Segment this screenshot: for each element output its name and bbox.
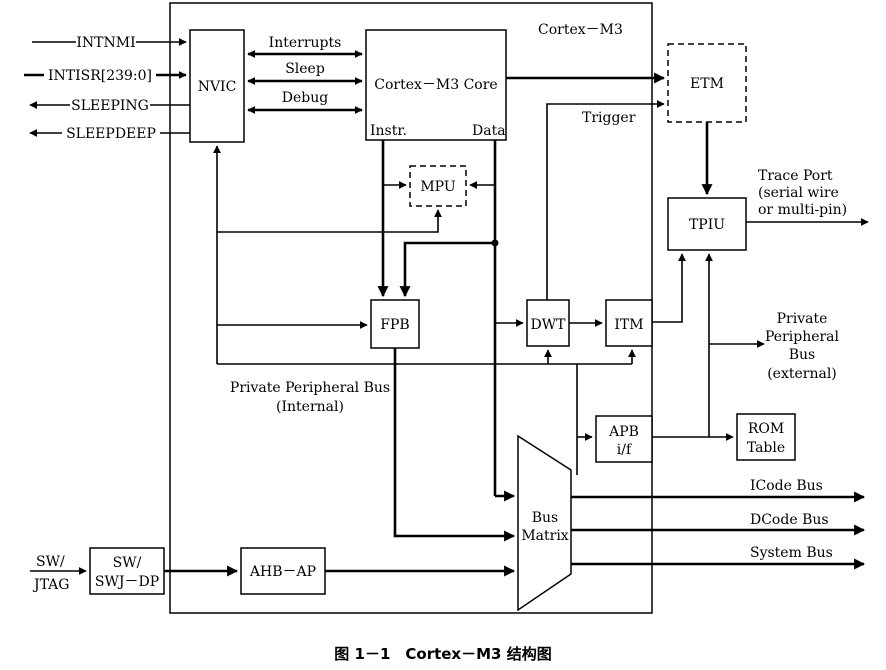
bus-matrix-label: Bus (532, 510, 559, 526)
bus-matrix-block (517, 434, 572, 612)
mpu-block (409, 165, 467, 207)
icode-bus-label: ICode Bus (750, 478, 823, 494)
trace-port-sub1: (serial wire (758, 185, 839, 201)
data-to-fpb-arrow (399, 241, 495, 298)
data-label: Data (472, 123, 506, 139)
sw-jtag-label-2: JTAG (32, 577, 69, 593)
trigger-arrow (546, 100, 665, 300)
etm-label: ETM (690, 76, 724, 92)
rom-table-block (736, 413, 796, 461)
ppb-external-label-4: (external) (767, 366, 837, 382)
tpiu-block (667, 197, 747, 251)
dcode-bus-label: DCode Bus (750, 512, 829, 528)
itm-to-tpiu-arrow (652, 253, 686, 323)
mpu-label: MPU (420, 179, 456, 195)
fpb-block (370, 299, 420, 349)
debug-label: Debug (282, 90, 328, 106)
tpiu-label: TPIU (689, 217, 725, 233)
trace-port-label: Trace Port (758, 168, 833, 184)
interrupts-label: Interrupts (269, 35, 342, 51)
sleeping-label: SLEEPING (71, 98, 149, 114)
sleep-label: Sleep (285, 61, 325, 77)
ppb-external-label-2: Peripheral (765, 329, 840, 345)
intnmi-label: INTNMI (76, 35, 135, 51)
ppb-to-mpu-arrow (217, 209, 442, 233)
dwt-label: DWT (531, 317, 567, 333)
sleepdeep-label: SLEEPDEEP (66, 126, 156, 142)
nvic-block (189, 29, 245, 143)
itm-block (605, 299, 653, 347)
fpb-to-matrix-arrow (393, 348, 516, 542)
rom-table-label: Table (747, 440, 785, 456)
ppb-internal-sub: (Internal) (276, 399, 344, 415)
bus-matrix-label-2: Matrix (521, 528, 568, 544)
ahb-ap-label: AHB－AP (249, 564, 316, 580)
trace-port-sub2: or multi-pin) (758, 202, 847, 218)
ahb-ap-block (240, 547, 326, 595)
ppb-external-label-3: Bus (789, 347, 816, 363)
fpb-label: FPB (380, 317, 409, 333)
instr-label: Instr. (370, 123, 407, 139)
dwt-block (526, 299, 570, 347)
itm-label: ITM (614, 317, 643, 333)
core-block (365, 29, 507, 141)
cortex-m3-label: Cortex－M3 (538, 22, 623, 38)
core-label: Cortex－M3 Core (374, 77, 497, 93)
system-bus-label: System Bus (750, 545, 833, 561)
swj-dp-label: SW/ (113, 555, 142, 571)
figure-caption: 图 1－1 Cortex－M3 结构图 (334, 645, 551, 663)
apb-label: APB (608, 424, 639, 440)
trigger-label: Trigger (582, 110, 636, 126)
nvic-label: NVIC (198, 79, 237, 95)
ppb-external-label: Private (777, 311, 828, 327)
apb-if-block (595, 415, 653, 463)
ppb-internal-label: Private Peripheral Bus (230, 380, 390, 396)
apb-if-label: i/f (617, 442, 633, 458)
sw-jtag-label: SW/ (36, 554, 65, 570)
swj-dp-label-2: SWJ－DP (95, 574, 159, 590)
intisr-label: INTISR[239:0] (48, 68, 152, 84)
rom-label: ROM (748, 421, 784, 437)
etm-block (667, 43, 747, 123)
